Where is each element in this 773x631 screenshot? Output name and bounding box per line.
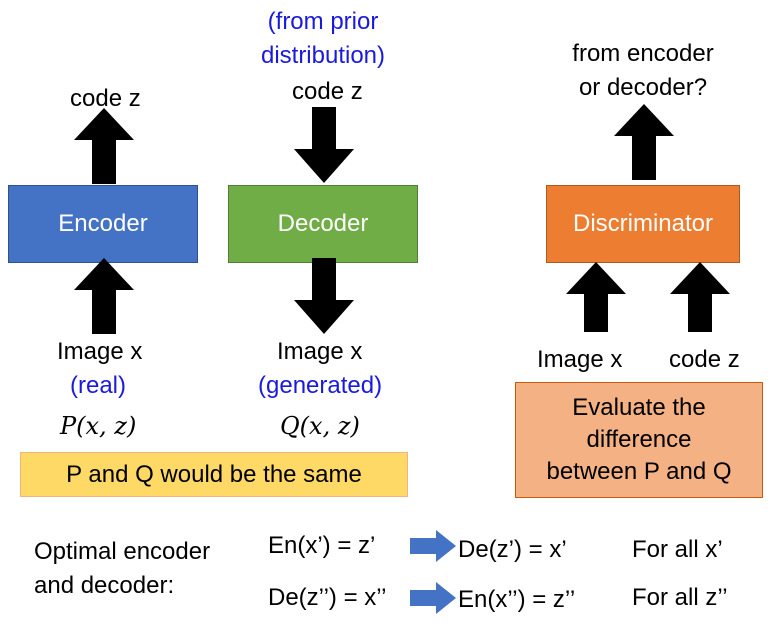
- discriminator-input-code: code z: [669, 346, 740, 373]
- encoder-bottom-note: (real): [70, 372, 127, 399]
- encoder-up-arrow-top: [74, 108, 134, 184]
- discriminator-top-line1: from encoder: [572, 40, 714, 67]
- decoder-down-arrow-top: [294, 107, 354, 183]
- optimal-row2-for: For all z’’: [632, 584, 728, 611]
- decoder-down-arrow-bottom: [294, 258, 354, 334]
- encoder-formula: P(x, z): [60, 412, 137, 440]
- optimal-row2-left: De(z’’) = x’’: [268, 584, 387, 611]
- discriminator-label: Discriminator: [572, 210, 713, 237]
- optimal-row1-arrow-icon: [410, 530, 456, 562]
- encoder-bottom-text: Image x: [57, 338, 143, 365]
- discriminator-top-line2: or decoder?: [578, 74, 708, 101]
- encoder-up-arrow-bottom: [74, 258, 134, 334]
- optimal-label-line2: and decoder:: [34, 572, 175, 599]
- evaluate-line1: Evaluate the: [572, 394, 706, 421]
- discriminator-box: Discriminator: [546, 185, 740, 263]
- evaluate-line2: difference: [586, 426, 692, 453]
- decoder-bottom-text: Image x: [277, 338, 363, 365]
- discriminator-input-image: Image x: [537, 346, 623, 373]
- discriminator-up-arrow-out: [614, 104, 674, 180]
- decoder-top-text: code z: [292, 78, 363, 105]
- optimal-row2-right: En(x’’) = z’’: [458, 586, 576, 613]
- evaluate-line3: between P and Q: [546, 458, 732, 485]
- encoder-top-text: code z: [70, 85, 141, 112]
- decoder-top-note-line2: distribution): [260, 42, 386, 69]
- discriminator-up-arrow-image: [566, 262, 626, 332]
- encoder-label: Encoder: [58, 210, 148, 237]
- encoder-box: Encoder: [8, 185, 198, 263]
- same-box: P and Q would be the same: [20, 452, 408, 497]
- decoder-label: Decoder: [277, 210, 369, 237]
- optimal-label-line1: Optimal encoder: [34, 538, 211, 565]
- discriminator-up-arrow-code: [670, 262, 730, 332]
- decoder-box: Decoder: [228, 185, 418, 263]
- optimal-row2-arrow-icon: [410, 582, 456, 614]
- optimal-row1-right: De(z’) = x’: [458, 536, 567, 563]
- optimal-row1-left: En(x’) = z’: [268, 532, 376, 559]
- same-box-text: P and Q would be the same: [66, 460, 362, 488]
- decoder-formula: Q(x, z): [280, 412, 360, 440]
- decoder-bottom-note: (generated): [258, 372, 383, 399]
- optimal-row1-for: For all x’: [632, 536, 723, 563]
- decoder-top-note-line1: (from prior: [267, 8, 379, 35]
- evaluate-box: Evaluate the difference between P and Q: [515, 382, 763, 498]
